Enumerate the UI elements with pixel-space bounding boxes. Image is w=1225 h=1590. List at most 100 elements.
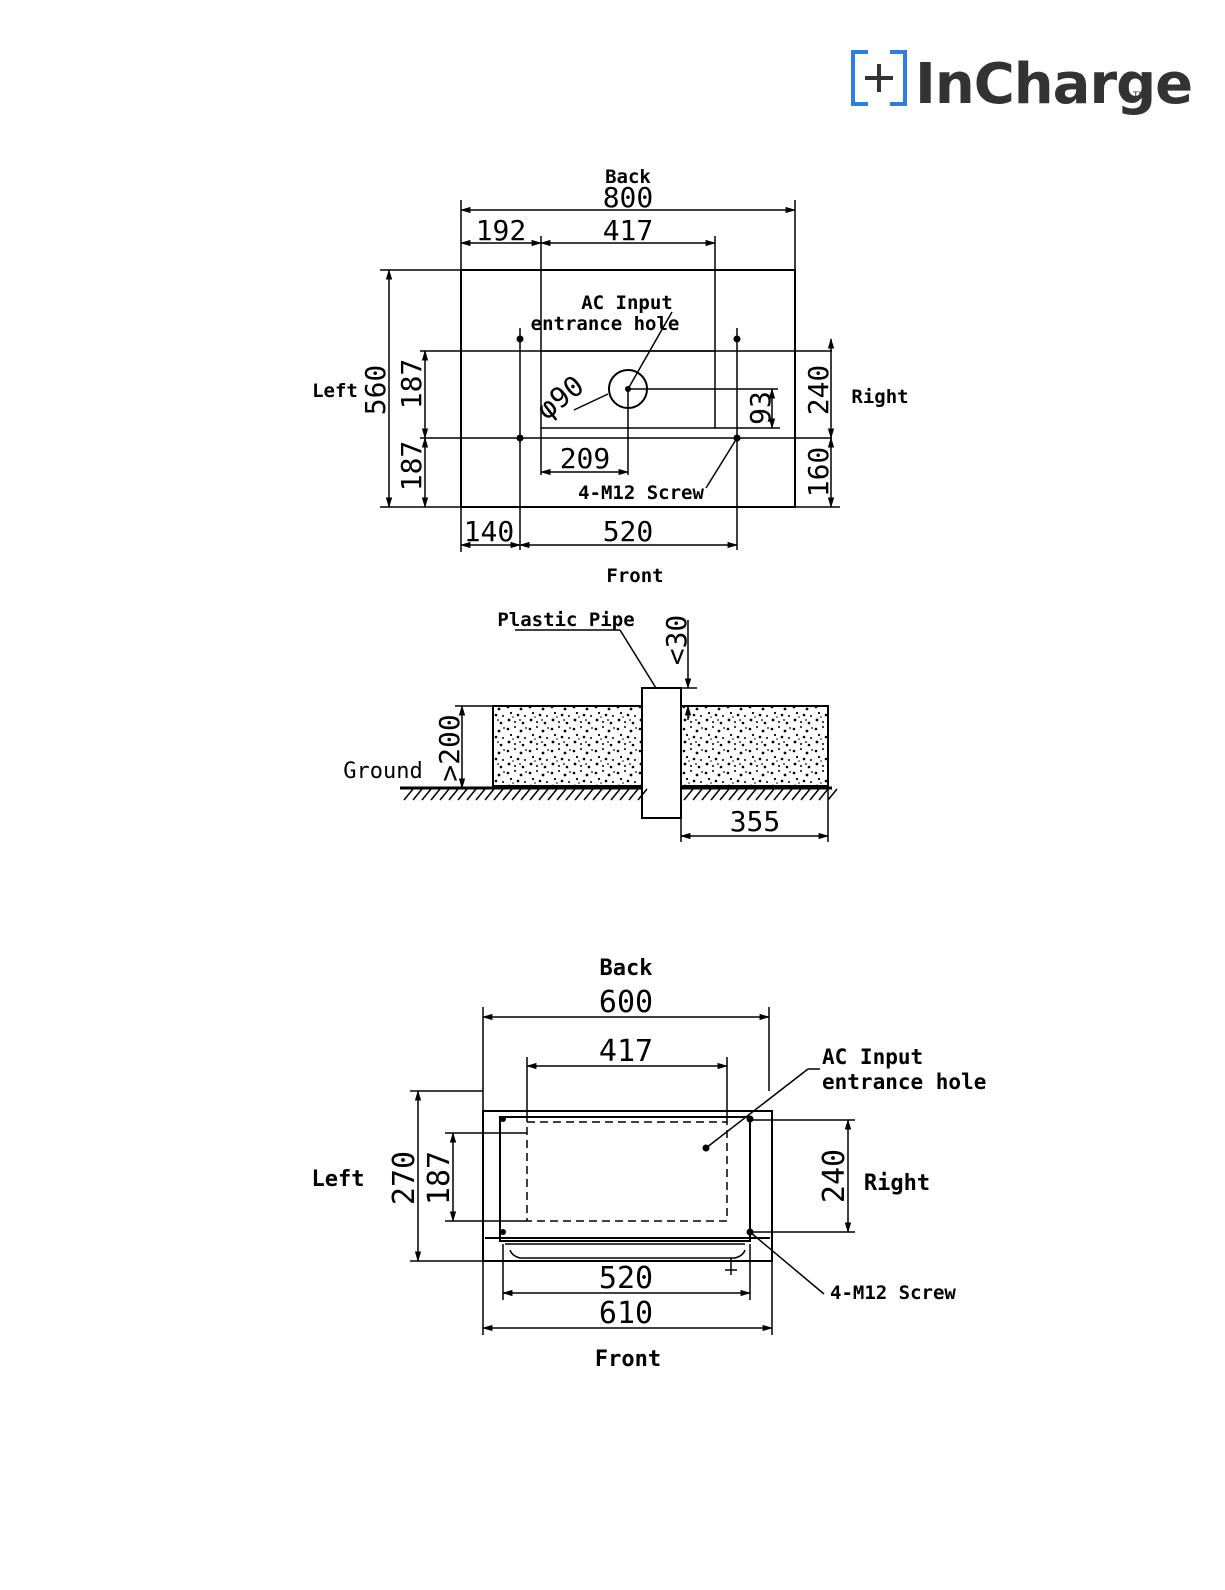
ac-input-label: AC Input (822, 1045, 923, 1069)
dim-800: 800 (603, 181, 654, 214)
hatch-stroke (792, 789, 801, 800)
hatch-stroke (440, 789, 449, 800)
screw-label: 4-M12 Screw (830, 1282, 956, 1304)
plastic-pipe (642, 688, 681, 818)
hatch-stroke (828, 789, 837, 800)
concrete-pad-right (681, 706, 828, 786)
hatch-stroke (774, 789, 783, 800)
label-ground: Ground (343, 759, 422, 784)
dim-417: 417 (603, 214, 654, 247)
plus-box-icon (853, 52, 905, 104)
hatch-stroke (548, 789, 557, 800)
hatch-stroke (602, 789, 611, 800)
screw-hole (517, 435, 524, 442)
dim-140: 140 (464, 515, 515, 548)
entrance-hole-label: entrance hole (531, 313, 680, 335)
hatch-stroke (521, 789, 530, 800)
hatch-stroke (494, 789, 503, 800)
label-left: Left (312, 1167, 365, 1192)
hatch-stroke (584, 789, 593, 800)
hatch-stroke (629, 789, 638, 800)
hatch-stroke (530, 789, 539, 800)
entrance-hole-label: entrance hole (822, 1070, 986, 1094)
hatch-stroke (413, 789, 422, 800)
hatch-stroke (783, 789, 792, 800)
trademark-mark: TM (1132, 91, 1146, 101)
dim-610: 610 (599, 1296, 653, 1331)
hatch-stroke (566, 789, 575, 800)
hatch-stroke (476, 789, 485, 800)
hatch-stroke (819, 789, 828, 800)
hatch-stroke (684, 789, 693, 800)
hatch-stroke (593, 789, 602, 800)
hatch-stroke (620, 789, 629, 800)
dim-93: 93 (744, 391, 777, 425)
hatch-stroke (503, 789, 512, 800)
dim-187-lower: 187 (395, 441, 428, 492)
dim-560: 560 (359, 365, 392, 416)
dim-240: 240 (802, 365, 835, 416)
ac-input-label: AC Input (581, 292, 673, 314)
dim-240: 240 (817, 1149, 852, 1203)
hatch-stroke (756, 789, 765, 800)
dim-less-30: <30 (660, 615, 693, 666)
hatch-stroke (720, 789, 729, 800)
brand-name: InCharge (915, 52, 1192, 117)
dim-187: 187 (422, 1151, 457, 1205)
hatch-stroke (765, 789, 774, 800)
hatch-stroke (422, 789, 431, 800)
label-front: Front (606, 565, 663, 587)
dim-270: 270 (387, 1151, 422, 1205)
plastic-pipe-label: Plastic Pipe (497, 609, 634, 631)
dim-187-upper: 187 (395, 359, 428, 410)
base-frame (500, 1117, 750, 1241)
hatch-stroke (611, 789, 620, 800)
label-right: Right (864, 1171, 930, 1196)
dim-520: 520 (603, 515, 654, 548)
hole-diameter: φ90 (530, 369, 590, 426)
hatch-stroke (512, 789, 521, 800)
screw-hole (734, 336, 741, 343)
hatch-stroke (738, 789, 747, 800)
label-front: Front (595, 1347, 661, 1372)
hatch-stroke (539, 789, 548, 800)
label-left: Left (312, 380, 358, 402)
hatch-stroke (702, 789, 711, 800)
hatch-stroke (458, 789, 467, 800)
dim-520: 520 (599, 1261, 653, 1296)
hatch-stroke (557, 789, 566, 800)
dim-417: 417 (599, 1034, 653, 1069)
dim-209: 209 (560, 442, 611, 475)
inner-frame-dashed (527, 1122, 727, 1221)
hatch-stroke (801, 789, 810, 800)
screw-hole (517, 336, 524, 343)
dim-more-200: >200 (433, 714, 466, 781)
hatch-stroke (693, 789, 702, 800)
hatch-stroke (575, 789, 584, 800)
label-back: Back (600, 956, 653, 981)
hatch-stroke (431, 789, 440, 800)
hatch-stroke (467, 789, 476, 800)
screw-hole (500, 1229, 506, 1235)
hatch-stroke (404, 789, 413, 800)
hatch-stroke (729, 789, 738, 800)
screw-hole (500, 1116, 506, 1122)
concrete-pad-left (493, 706, 642, 786)
top-view: Back 800 192 417 Left 560 187 187 240 16… (312, 166, 908, 587)
brand-logo: InCharge TM (853, 52, 1192, 117)
ground-hatching (404, 789, 837, 800)
hatch-stroke (747, 789, 756, 800)
bottom-view: Back 600 417 Left 270 187 240 Right 520 … (312, 956, 987, 1372)
hatch-stroke (810, 789, 819, 800)
hatch-stroke (485, 789, 494, 800)
hatch-stroke (711, 789, 720, 800)
hatch-stroke (449, 789, 458, 800)
dim-355: 355 (730, 805, 781, 838)
label-right: Right (851, 386, 908, 408)
dim-160: 160 (802, 447, 835, 498)
dim-192: 192 (476, 214, 527, 247)
section-view: <30 >200 Ground 355 Plastic Pipe (343, 609, 837, 842)
screw-label: 4-M12 Screw (578, 482, 704, 504)
